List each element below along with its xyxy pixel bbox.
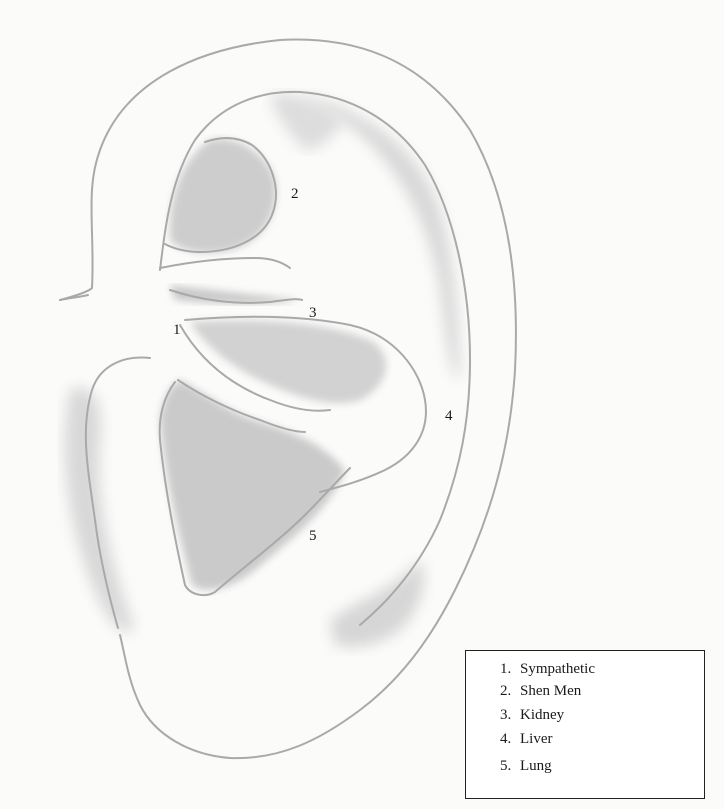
point-label-lung: 5: [309, 528, 317, 544]
cymba-concha-shading: [190, 320, 386, 403]
legend-label: Lung: [520, 758, 552, 774]
left-lobe-shading: [65, 387, 135, 631]
legend-label: Shen Men: [520, 683, 581, 699]
ear-shading: [65, 94, 460, 647]
legend-number: 3.: [500, 707, 520, 724]
point-label-kidney: 3: [309, 305, 317, 321]
legend-box: 1.Sympathetic 2.Shen Men 3.Kidney 4.Live…: [465, 650, 705, 799]
crus-line: [160, 258, 290, 268]
legend-number: 4.: [500, 731, 520, 748]
point-label-shen-men: 2: [291, 186, 299, 202]
legend-number: 5.: [500, 758, 520, 775]
legend-label: Kidney: [520, 707, 564, 723]
legend-item: 5.Lung: [500, 758, 552, 775]
legend-item: 3.Kidney: [500, 707, 564, 724]
legend-item: 1.Sympathetic: [500, 661, 595, 678]
legend-label: Liver: [520, 731, 552, 747]
antihelix-shading: [270, 94, 345, 150]
legend-number: 1.: [500, 661, 520, 678]
legend-item: 4.Liver: [500, 731, 552, 748]
legend-label: Sympathetic: [520, 661, 595, 677]
legend-number: 2.: [500, 683, 520, 700]
point-label-liver: 4: [445, 408, 453, 424]
outer-ear-contour: [60, 40, 516, 759]
ear-outlines: [60, 40, 516, 759]
point-label-sympathetic: 1: [173, 322, 181, 338]
legend-item: 2.Shen Men: [500, 683, 581, 700]
